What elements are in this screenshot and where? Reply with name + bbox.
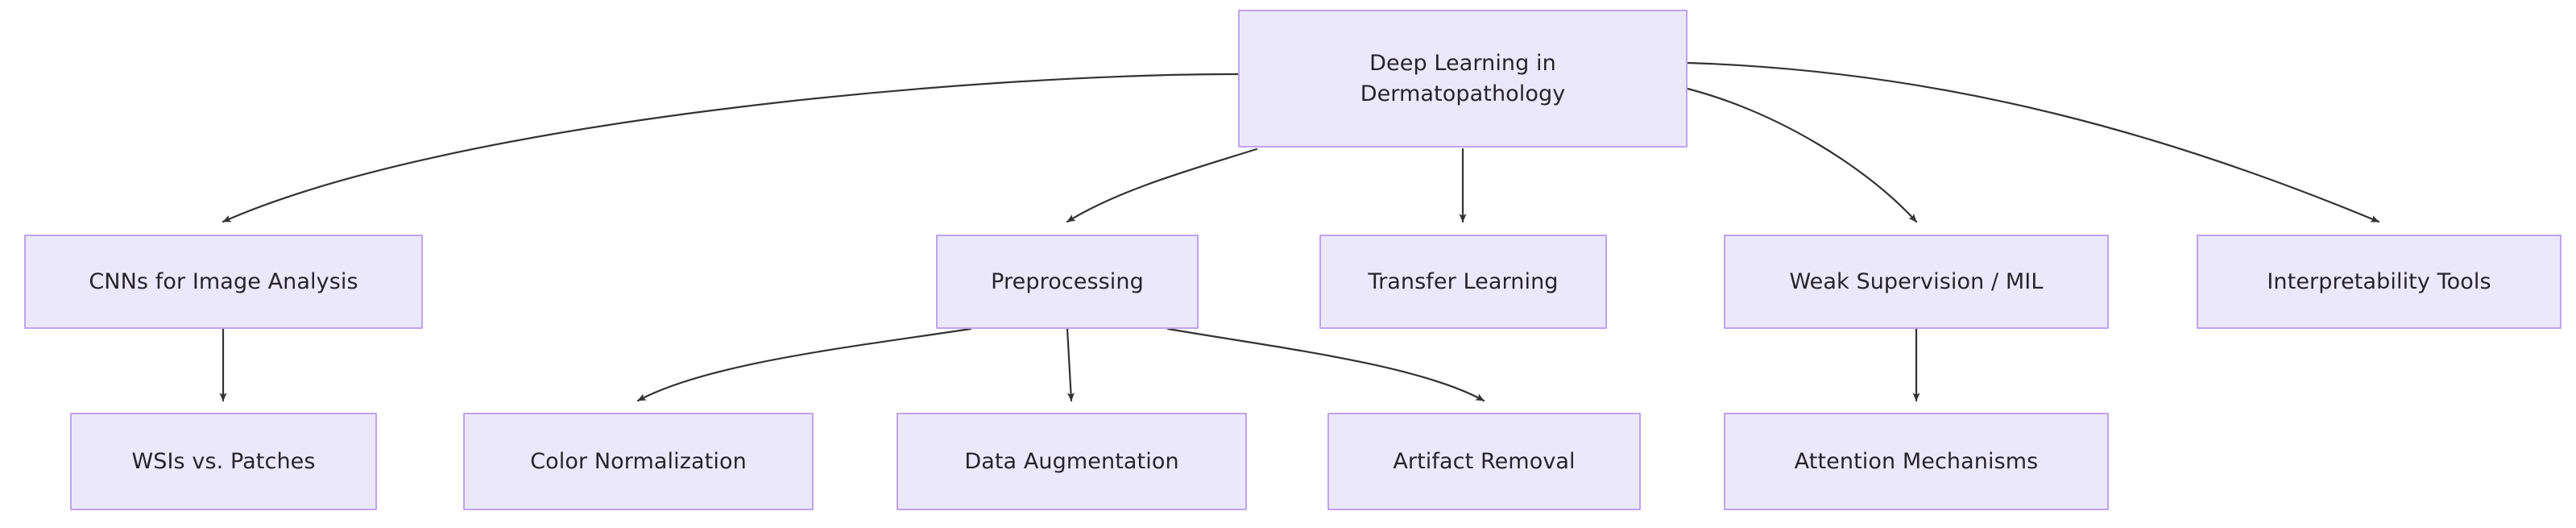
node-label-preprocessing: Preprocessing bbox=[991, 268, 1144, 294]
edge-root-to-weaksup bbox=[1686, 87, 1918, 223]
node-transfer[interactable]: Transfer Learning bbox=[1319, 235, 1607, 329]
node-dataaug[interactable]: Data Augmentation bbox=[897, 413, 1247, 510]
node-label-artifact: Artifact Removal bbox=[1393, 448, 1576, 474]
edge-root-to-interpretability bbox=[1686, 61, 2380, 223]
node-weaksup[interactable]: Weak Supervision / MIL bbox=[1724, 235, 2109, 329]
node-label-interpretability: Interpretability Tools bbox=[2267, 268, 2491, 294]
node-colornorm[interactable]: Color Normalization bbox=[463, 413, 814, 510]
node-preprocessing[interactable]: Preprocessing bbox=[936, 235, 1199, 329]
edge-root-to-preprocessing bbox=[1066, 148, 1258, 223]
node-label-transfer: Transfer Learning bbox=[1368, 268, 1559, 294]
node-cnns[interactable]: CNNs for Image Analysis bbox=[24, 235, 423, 329]
edge-preprocessing-to-dataaug bbox=[1066, 327, 1075, 402]
edge-preprocessing-to-colornorm bbox=[636, 327, 972, 402]
node-label-attention: Attention Mechanisms bbox=[1794, 448, 2039, 474]
node-label-wsis: WSIs vs. Patches bbox=[131, 448, 316, 474]
edge-preprocessing-to-artifact bbox=[1166, 327, 1485, 402]
node-root[interactable]: Deep Learning in Dermatopathology bbox=[1238, 10, 1688, 148]
node-artifact[interactable]: Artifact Removal bbox=[1327, 413, 1641, 510]
node-attention[interactable]: Attention Mechanisms bbox=[1724, 413, 2109, 510]
node-label-weaksup: Weak Supervision / MIL bbox=[1789, 268, 2044, 294]
node-label-cnns: CNNs for Image Analysis bbox=[89, 268, 358, 294]
node-label-root: Deep Learning in Dermatopathology bbox=[1360, 51, 1566, 106]
node-wsis[interactable]: WSIs vs. Patches bbox=[70, 413, 377, 510]
edge-root-to-cnns bbox=[222, 73, 1240, 223]
node-label-dataaug: Data Augmentation bbox=[964, 448, 1179, 474]
node-interpretability[interactable]: Interpretability Tools bbox=[2197, 235, 2562, 329]
node-label-colornorm: Color Normalization bbox=[530, 448, 747, 474]
